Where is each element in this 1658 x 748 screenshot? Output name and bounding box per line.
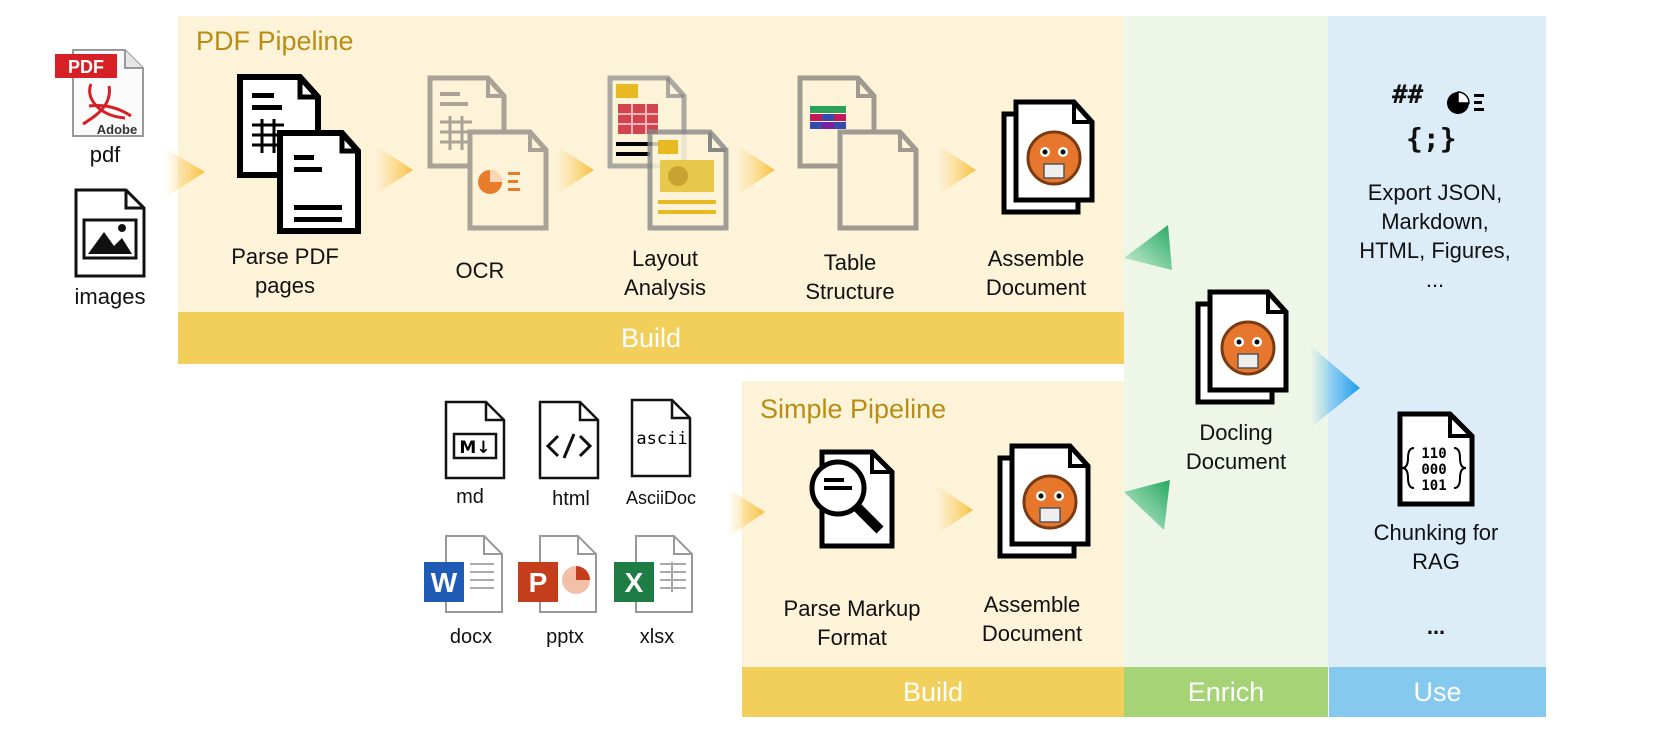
svg-text:110: 110 — [1421, 446, 1446, 462]
md-file-icon: M↓ — [444, 400, 506, 480]
enrich-bar-label: Enrich — [1187, 677, 1265, 707]
svg-text:P: P — [529, 567, 548, 598]
pptx-file-icon: P — [518, 535, 597, 613]
ocr-label: OCR — [455, 258, 505, 283]
arrow-ocr-to-layout — [556, 145, 594, 195]
simple-build-bar-label: Build — [902, 677, 964, 707]
table-structure-label: Table Structure — [805, 250, 895, 304]
svg-text:X: X — [625, 567, 644, 598]
table-structure-icon — [797, 75, 919, 231]
svg-text:ascii: ascii — [636, 429, 687, 449]
assemble-document-label: Assemble Document — [985, 246, 1087, 300]
svg-text:000: 000 — [1421, 462, 1446, 478]
parse-pdf-pages-label: Parse PDF pages — [231, 244, 339, 298]
html-label: html — [552, 488, 590, 510]
pdf-pipeline-title: PDF Pipeline — [196, 26, 354, 56]
docling-document-icon — [1195, 289, 1289, 405]
ocr-chart-icon — [478, 170, 520, 194]
simple-build-bar: Build — [742, 667, 1124, 717]
arrow-table-to-assemble — [938, 145, 976, 195]
use-bar-label: Use — [1413, 677, 1462, 707]
images-input-label: images — [74, 284, 146, 309]
simple-pipeline-title: Simple Pipeline — [760, 394, 947, 424]
svg-text:M↓: M↓ — [459, 438, 490, 458]
parse-pdf-pages-icon — [237, 74, 361, 234]
xlsx-file-icon: X — [614, 535, 693, 613]
arrow-docling-to-use — [1310, 345, 1360, 428]
assemble-document-icon — [1001, 99, 1095, 215]
export-label: Export JSON, Markdown, HTML, Figures, ..… — [1359, 180, 1511, 292]
chart-list-icon — [1447, 91, 1484, 114]
arrow-input-to-parse — [165, 148, 205, 198]
enrich-bar: Enrich — [1124, 667, 1328, 717]
svg-text:Adobe: Adobe — [97, 122, 137, 137]
more-ellipsis: ... — [1426, 614, 1446, 639]
pdf-build-bar-label: Build — [620, 323, 682, 353]
use-panel — [1328, 16, 1546, 667]
pdf-file-icon: PDF Adobe — [55, 49, 144, 137]
pptx-label: pptx — [546, 626, 584, 648]
html-file-icon — [538, 400, 600, 480]
pdf-build-bar: Build — [178, 312, 1124, 364]
svg-text:PDF: PDF — [68, 57, 104, 77]
braces-icon: {;} — [1406, 122, 1457, 155]
xlsx-label: xlsx — [639, 626, 675, 648]
parse-markup-icon — [809, 449, 895, 549]
export-symbols: ## — [1392, 80, 1424, 110]
pdf-input-label: pdf — [89, 142, 121, 167]
chunking-label: Chunking for RAG — [1373, 520, 1499, 574]
arrow-assemble-to-docling — [1124, 225, 1172, 270]
arrow-simple-to-docling — [1124, 480, 1170, 530]
arrow-layout-to-table — [737, 145, 775, 195]
ocr-icon — [427, 75, 549, 231]
svg-text:101: 101 — [1421, 478, 1446, 494]
parse-markup-label: Parse Markup Format — [783, 596, 921, 650]
image-file-icon — [74, 188, 146, 278]
asciidoc-label: AsciiDoc — [625, 488, 696, 508]
svg-text:W: W — [431, 567, 458, 598]
simple-assemble-document-icon — [997, 443, 1091, 559]
use-bar: Use — [1329, 667, 1546, 717]
docx-file-icon: W — [424, 535, 503, 613]
simple-assemble-document-label: Assemble Document — [981, 592, 1083, 646]
layout-analysis-icon — [607, 75, 729, 231]
docx-label: docx — [449, 626, 493, 648]
layout-analysis-label: Layout Analysis — [624, 246, 706, 300]
docling-document-label: Docling Document — [1185, 420, 1287, 474]
arrow-parse-to-ocr — [375, 145, 413, 195]
md-label: md — [456, 486, 484, 508]
asciidoc-file-icon: ascii — [630, 398, 692, 478]
chunking-binary-icon: 110 000 101 — [1397, 411, 1475, 507]
arrow-formats-to-parse — [727, 488, 765, 538]
arrow-parse-to-simple-assemble — [936, 485, 973, 535]
